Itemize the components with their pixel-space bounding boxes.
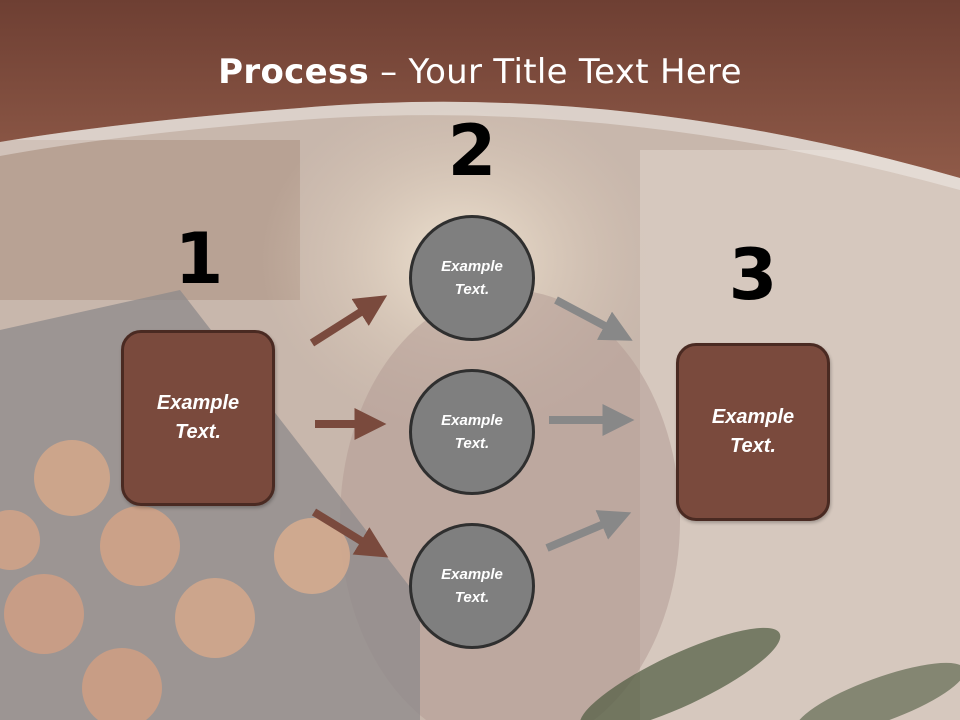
title-rest: – Your Title Text Here bbox=[369, 52, 742, 92]
step3-box: Example Text. bbox=[676, 343, 830, 521]
step2-circle-middle: Example Text. bbox=[409, 369, 535, 495]
step-number-2: 2 bbox=[447, 110, 497, 192]
title-bold: Process bbox=[218, 52, 370, 92]
slide-title: Process – Your Title Text Here bbox=[0, 52, 960, 92]
arrow-1-to-bottom bbox=[311, 508, 389, 558]
step-number-3: 3 bbox=[728, 234, 778, 316]
arrow-1-to-top bbox=[309, 295, 388, 347]
step-number-1: 1 bbox=[174, 218, 224, 300]
step1-box: Example Text. bbox=[121, 330, 275, 506]
arrow-bottom-to-3 bbox=[545, 510, 632, 552]
step2-circle-top: Example Text. bbox=[409, 215, 535, 341]
step2-circle-bottom: Example Text. bbox=[409, 523, 535, 649]
arrow-top-to-3 bbox=[554, 296, 633, 341]
